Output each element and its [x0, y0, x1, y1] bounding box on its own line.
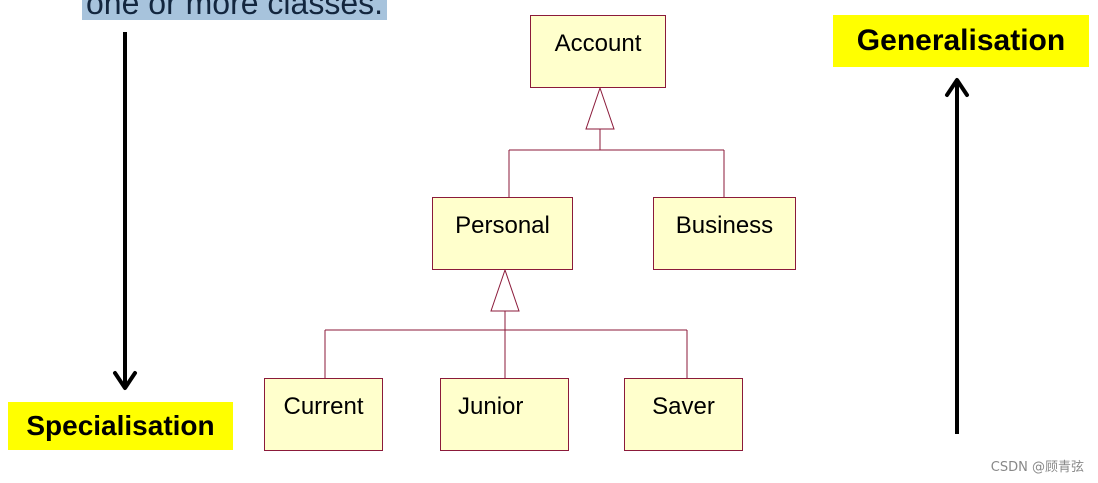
class-current-label: Current [283, 393, 364, 420]
class-business-label: Business [675, 212, 774, 239]
generalisation-arrow [945, 78, 969, 434]
class-account: Account [530, 15, 666, 88]
class-account-label: Account [554, 30, 642, 57]
class-current: Current [264, 378, 383, 451]
watermark: CSDN @顾青弦 [990, 460, 1084, 475]
class-junior: Junior [440, 378, 569, 451]
top-caption: one or more classes. [82, 0, 388, 20]
specialisation-arrow [113, 32, 137, 390]
class-saver-label: Saver [652, 393, 715, 420]
class-personal-label: Personal [455, 212, 550, 239]
class-junior-label: Junior [458, 393, 524, 420]
class-personal: Personal [432, 197, 573, 270]
class-business: Business [653, 197, 796, 270]
specialisation-label: Specialisation [8, 402, 233, 450]
inheritance-account [508, 86, 725, 197]
generalisation-label: Generalisation [833, 15, 1089, 67]
inheritance-personal [324, 268, 688, 378]
class-saver: Saver [624, 378, 743, 451]
